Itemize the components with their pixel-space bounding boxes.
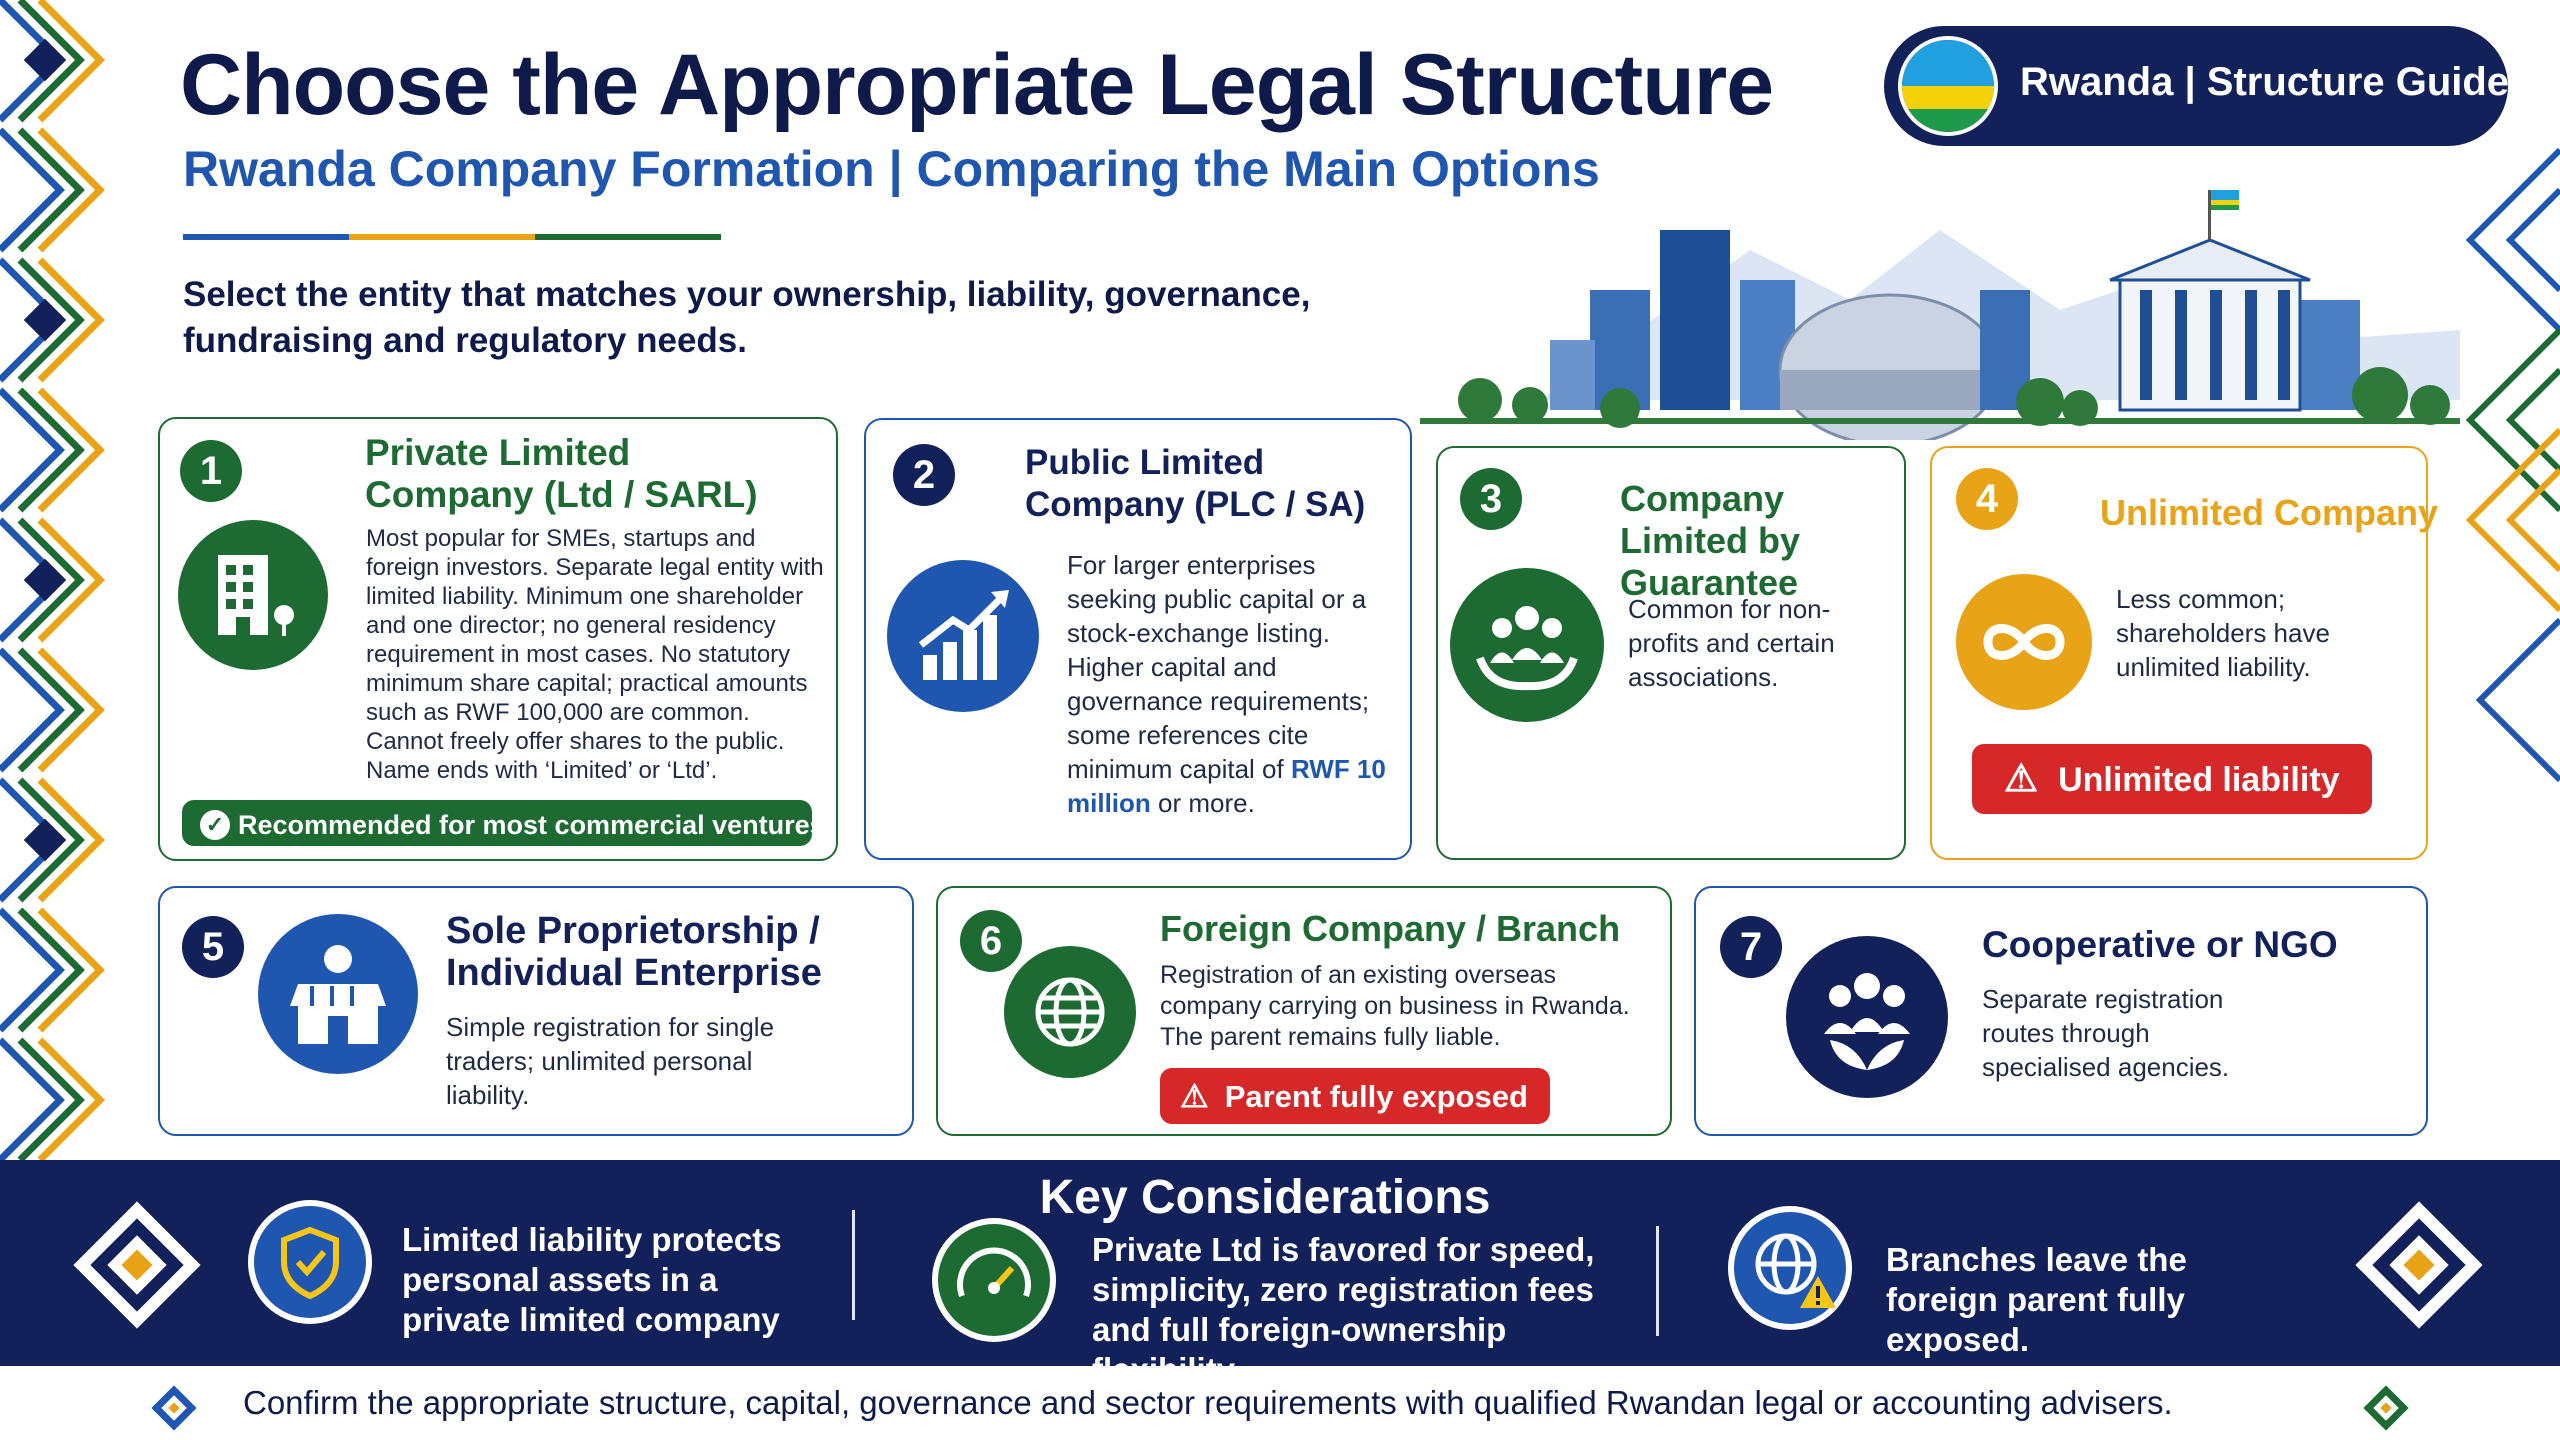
consideration-text: Limited liability protects personal asse… [402, 1221, 782, 1338]
card-description: Less common; shareholders have unlimited… [2116, 584, 2330, 682]
kigali-skyline-illustration [1420, 190, 2460, 440]
diamond-ornament-left [73, 1201, 201, 1329]
consideration-text: Branches leave the foreign parent fully … [1886, 1241, 2187, 1358]
shop-icon [258, 914, 418, 1074]
consideration-text: Private Ltd is favored for speed, simpli… [1092, 1231, 1595, 1388]
people-hands-icon [1450, 568, 1604, 722]
unlimited-liability-warning: ⚠ Unlimited liability [1972, 744, 2372, 814]
card-title: Public Limited Company (PLC / SA) [1025, 443, 1366, 524]
divider-gold [349, 234, 535, 240]
card-number: 4 [1956, 468, 2018, 530]
card-title: Cooperative or NGO [1982, 924, 2338, 965]
divider-blue [183, 234, 349, 240]
diamond-ornament-right [2355, 1201, 2483, 1329]
building-icon [178, 520, 328, 670]
card-number: 1 [180, 440, 242, 502]
footer-diamond-left [151, 1385, 197, 1431]
separator [852, 1210, 855, 1320]
card-description: Registration of an existing overseas com… [1160, 961, 1630, 1051]
card-description: Common for non-profits and certain assoc… [1628, 594, 1835, 692]
page-title: Choose the Appropriate Legal Structure [180, 37, 1774, 133]
card-description: Simple registration for single traders; … [446, 1012, 775, 1110]
separator [1656, 1226, 1659, 1336]
card-title: Unlimited Company [2100, 492, 2439, 533]
check-circle-icon: ✓ [200, 809, 230, 840]
warning-icon: ⚠ [1180, 1078, 1209, 1114]
warning-label: Parent fully exposed [1224, 1079, 1528, 1114]
parent-exposed-warning: ⚠ Parent fully exposed [1160, 1068, 1550, 1124]
card-number: 6 [960, 910, 1022, 972]
guide-badge-label: Rwanda | Structure Guide [2020, 60, 2510, 104]
page-subtitle: Rwanda Company Formation | Comparing the… [183, 141, 1600, 197]
recommended-badge: ✓ Recommended for most commercial venture… [182, 800, 825, 846]
footer-note: Confirm the appropriate structure, capit… [243, 1384, 2173, 1421]
card-title: Sole Proprietorship / Individual Enterpr… [446, 910, 822, 994]
card-number: 2 [893, 444, 955, 506]
card-description: Separate registration routes through spe… [1982, 984, 2230, 1082]
warning-label: Unlimited liability [2058, 761, 2340, 799]
globe-icon [1004, 946, 1136, 1078]
recommended-badge-label: Recommended for most commercial ventures [238, 809, 825, 840]
card-number: 5 [182, 916, 244, 978]
card-number: 7 [1720, 916, 1782, 978]
rwanda-flag-icon [1898, 36, 1998, 136]
warning-icon: ⚠ [2004, 758, 2039, 800]
speedometer-icon [932, 1218, 1056, 1342]
shield-check-icon [248, 1200, 372, 1324]
divider-green [535, 234, 721, 240]
capital-highlight: RWF 10 million [1067, 754, 1386, 818]
card-number: 3 [1460, 468, 1522, 530]
footer-diamond-right [2363, 1385, 2409, 1431]
card-title: Foreign Company / Branch [1160, 908, 1621, 949]
right-pattern-decoration [2465, 147, 2560, 783]
card-description: For larger enterprises seeking public ca… [1067, 550, 1386, 818]
infinity-icon [1956, 574, 2092, 710]
community-icon [1786, 936, 1948, 1098]
card-title: Private Limited Company (Ltd / SARL) [365, 432, 758, 515]
card-description: Most popular for SMEs, startups and fore… [366, 525, 824, 784]
globe-warning-icon [1728, 1206, 1852, 1330]
left-pattern-decoration [0, 0, 105, 1160]
growth-chart-icon [887, 560, 1039, 712]
key-considerations-title: Key Considerations [1015, 1170, 1515, 1225]
intro-text: Select the entity that matches your owne… [183, 275, 1311, 360]
card-title: Company Limited by Guarantee [1620, 478, 1801, 603]
